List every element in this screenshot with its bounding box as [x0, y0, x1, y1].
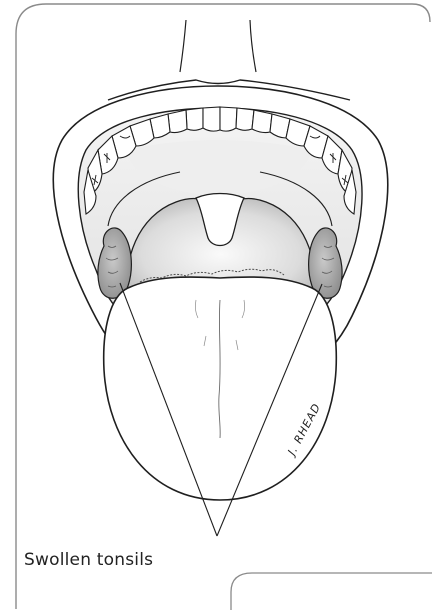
tooth-incisor-3 — [220, 107, 237, 131]
tooth-incisor-1 — [186, 108, 203, 130]
tonsil-right — [309, 228, 342, 298]
tooth-incisor-2 — [203, 107, 220, 131]
tooth-left-1 — [168, 110, 187, 133]
callout-label: Swollen tonsils — [24, 550, 224, 570]
neck-line-left — [180, 20, 186, 72]
tonsil-left — [98, 228, 131, 298]
tooth-incisor-4 — [236, 108, 254, 130]
tooth-right-1 — [252, 110, 272, 133]
inset-panel-border — [231, 573, 432, 610]
neck-line-right — [250, 20, 256, 72]
